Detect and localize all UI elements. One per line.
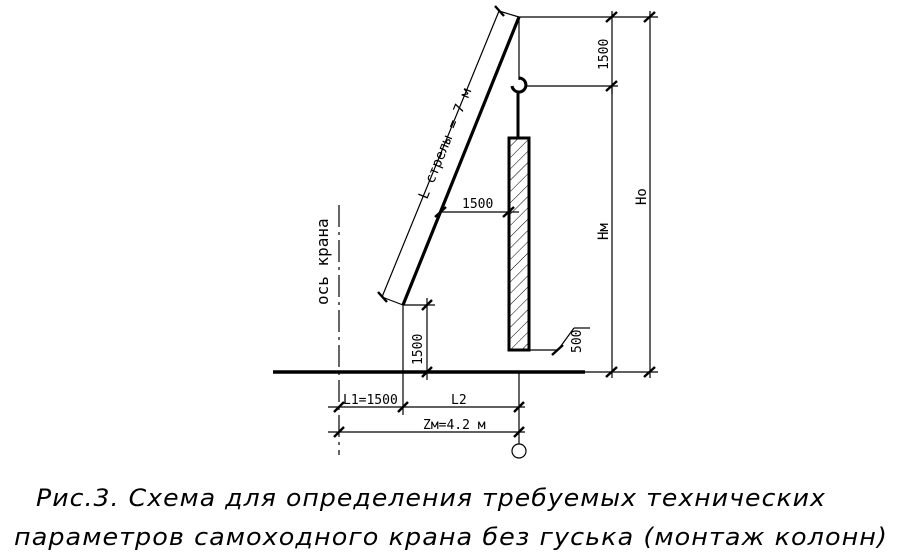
hook-icon <box>510 76 528 94</box>
boom <box>401 16 521 306</box>
caption-line-1: Рис.3. Схема для определения требуемых т… <box>36 484 826 512</box>
hm-label: Нм <box>596 223 612 240</box>
l1-label: L1=1500 <box>343 393 398 408</box>
crane-axis-label: ось крана <box>313 218 332 305</box>
pivot-height-label: 1500 <box>411 334 426 365</box>
zm-label: Zм=4.2 м <box>423 418 486 433</box>
hook-offset-label: 1500 <box>597 39 612 70</box>
boom-clearance-label: 1500 <box>462 197 493 212</box>
l2-label: L2 <box>451 393 467 408</box>
ho-label: Но <box>634 188 650 205</box>
foot-offset-label: 500 <box>570 330 585 353</box>
column-center-marker <box>511 443 527 459</box>
caption-line-2: параметров самоходного крана без гуська … <box>14 523 888 551</box>
column <box>507 136 531 352</box>
